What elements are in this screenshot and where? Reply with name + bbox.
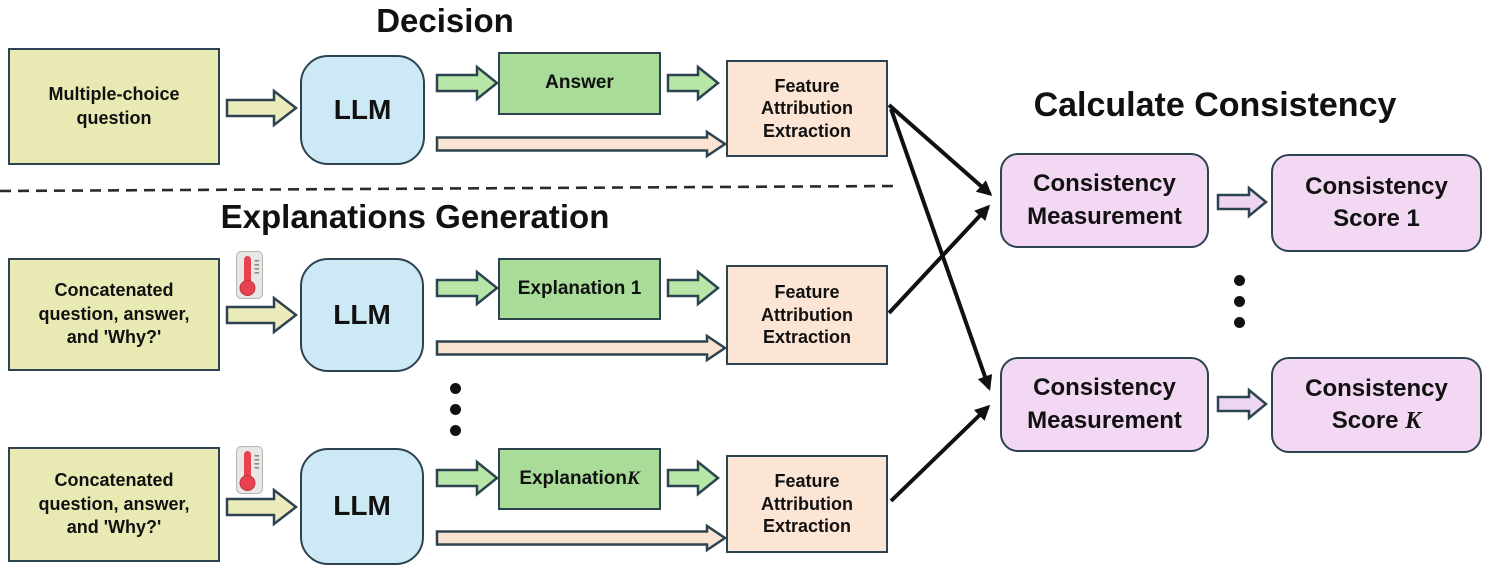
explanation-k-label: Explanation: [519, 467, 627, 489]
arrow-cm1-to-score1: [1216, 185, 1268, 219]
temperature-icon-2: [236, 446, 263, 494]
arrow-llm-to-fae-mid: [435, 333, 728, 363]
attribution-to-measurement-lines: [887, 103, 993, 503]
arrow-llm-to-explk: [435, 459, 500, 497]
consistency-score-1-box: Consistency Score 1: [1271, 154, 1482, 252]
concatenated-question-box-k: Concatenated question, answer, and 'Why?…: [8, 447, 220, 562]
arrow-expl1-to-fae: [666, 269, 721, 307]
feature-attribution-extraction-box-explanation-k: Feature Attribution Extraction: [726, 455, 888, 553]
line-fae-explanationk-to-cm2: [889, 404, 991, 503]
explanation-1-box: Explanation 1: [498, 258, 661, 320]
section-divider-dashed-line: [0, 184, 894, 193]
arrow-answer-to-fae: [666, 64, 721, 102]
arrow-mcq-to-llm: [225, 88, 299, 128]
llm-box-explanation-k: LLM: [300, 448, 424, 565]
multiple-choice-question-box: Multiple-choice question: [8, 48, 220, 165]
arrow-llm-to-answer: [435, 64, 500, 102]
feature-attribution-extraction-box-decision: Feature Attribution Extraction: [726, 60, 888, 157]
arrow-concat2-to-llm: [225, 487, 299, 527]
arrow-concat1-to-llm: [225, 295, 299, 335]
consistency-measurement-box-1: Consistency Measurement: [1000, 153, 1209, 248]
llm-box-explanation-1: LLM: [300, 258, 424, 372]
llm-box-decision: LLM: [300, 55, 425, 165]
vertical-ellipsis-consistency: [1234, 275, 1245, 328]
arrow-explk-to-fae: [666, 459, 721, 497]
line-fae-decision-to-cm1: [887, 103, 993, 197]
line-fae-decision-to-cm2: [889, 108, 993, 391]
explanation-k-variable: K: [627, 467, 640, 489]
explanations-generation-section-title: Explanations Generation: [220, 198, 610, 235]
arrow-llm-to-fae-top: [435, 129, 728, 159]
vertical-ellipsis-explanations: [450, 383, 461, 436]
concatenated-question-box-1: Concatenated question, answer, and 'Why?…: [8, 258, 220, 371]
decision-section-title: Decision: [376, 2, 514, 39]
explanation-k-box: Explanation K: [498, 448, 661, 510]
arrow-cm2-to-scorek: [1216, 387, 1268, 421]
answer-box: Answer: [498, 52, 661, 115]
arrow-llm-to-fae-bottom: [435, 523, 728, 553]
line-fae-explanation1-to-cm1: [887, 204, 991, 315]
temperature-icon-1: [236, 251, 263, 299]
feature-attribution-extraction-box-explanation-1: Feature Attribution Extraction: [726, 265, 888, 365]
arrow-llm-to-expl1: [435, 269, 500, 307]
consistency-measurement-box-k: Consistency Measurement: [1000, 357, 1209, 452]
calculate-consistency-section-title: Calculate Consistency: [1033, 86, 1397, 124]
consistency-score-k-variable: K: [1405, 408, 1422, 434]
